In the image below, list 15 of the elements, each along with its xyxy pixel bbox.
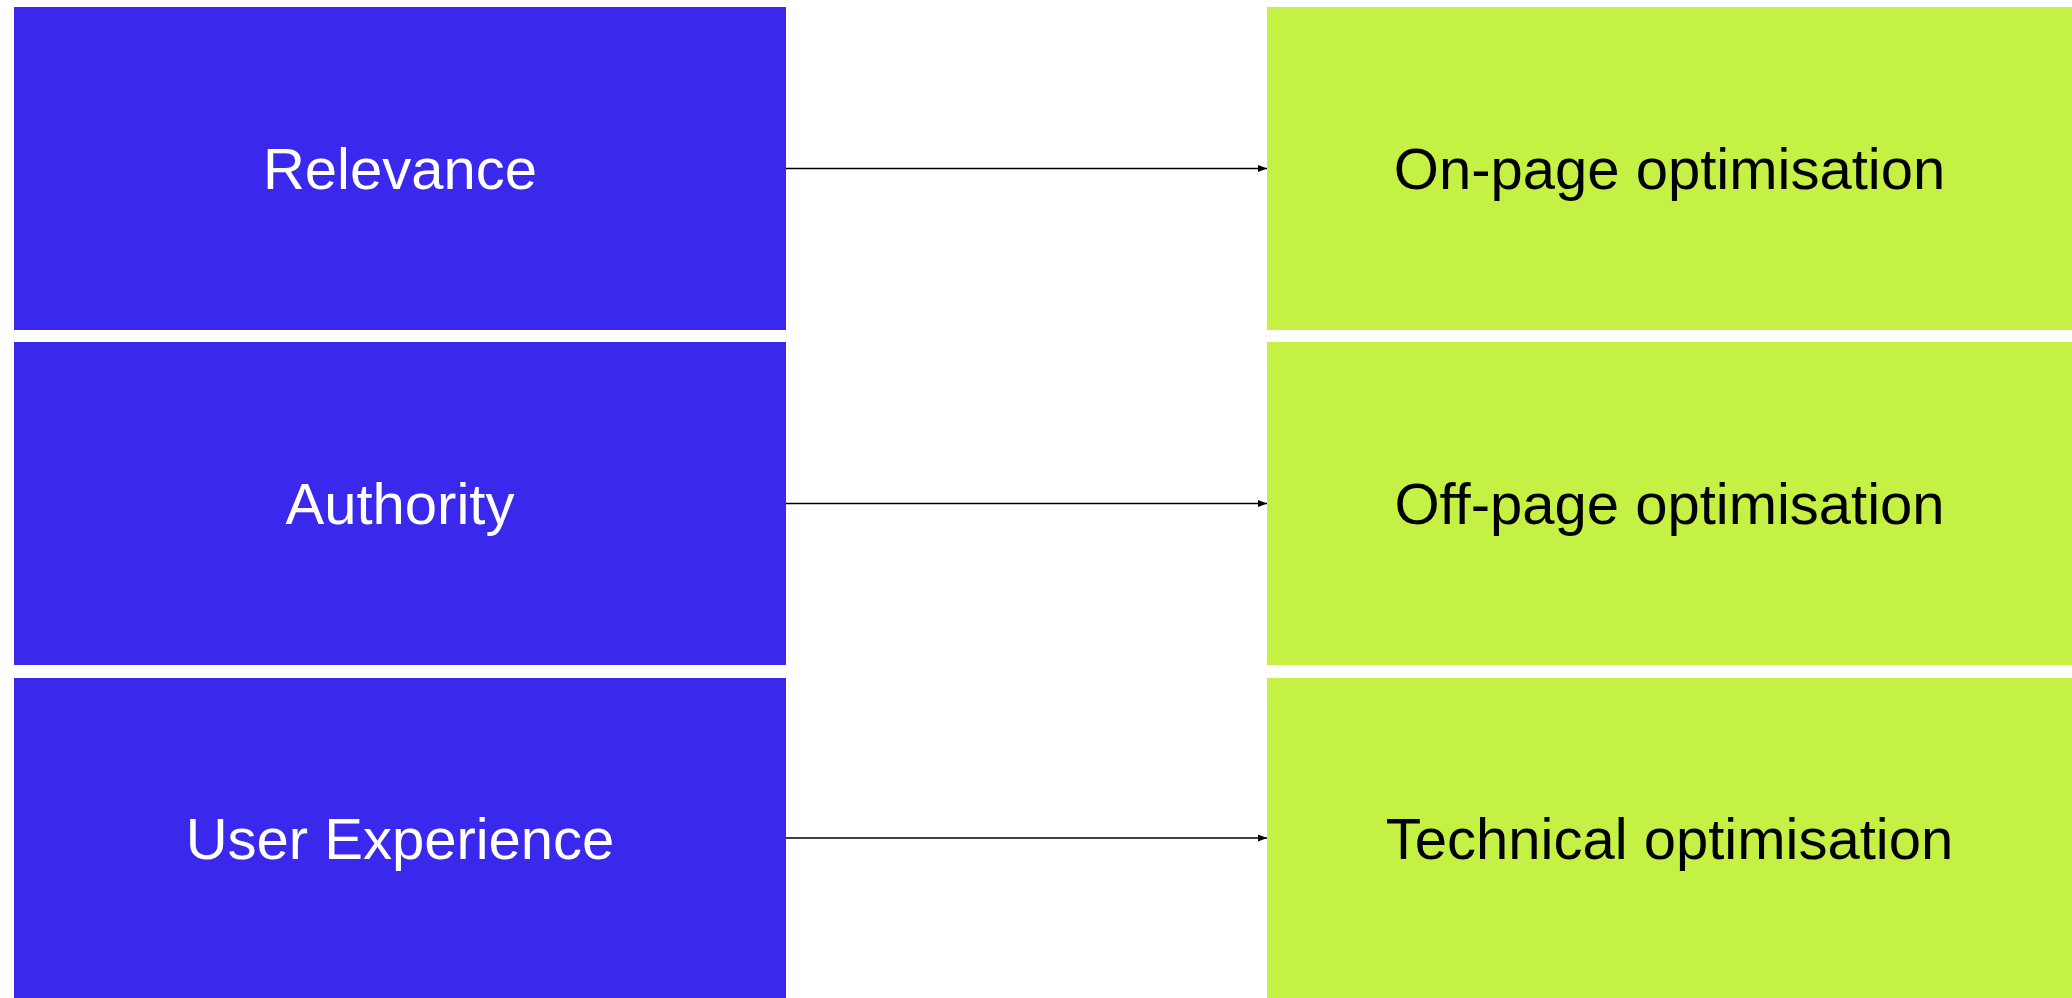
box-label: User Experience: [185, 804, 615, 872]
category-box: [14, 342, 786, 665]
arrow: [785, 164, 1268, 173]
box-label: Authority: [285, 470, 515, 537]
category-box: [1267, 342, 2072, 665]
arrow: [785, 834, 1268, 842]
box-label: Off-page optimisation: [1394, 470, 1945, 537]
category-box: [14, 678, 786, 998]
box-label: On-page optimisation: [1393, 135, 1946, 202]
category-box: [1267, 678, 2072, 998]
box-label: Technical optimisation: [1385, 804, 1954, 872]
category-box: [1267, 7, 2072, 330]
category-box: [14, 7, 786, 330]
box-label: Relevance: [262, 135, 538, 202]
arrow: [785, 499, 1268, 508]
